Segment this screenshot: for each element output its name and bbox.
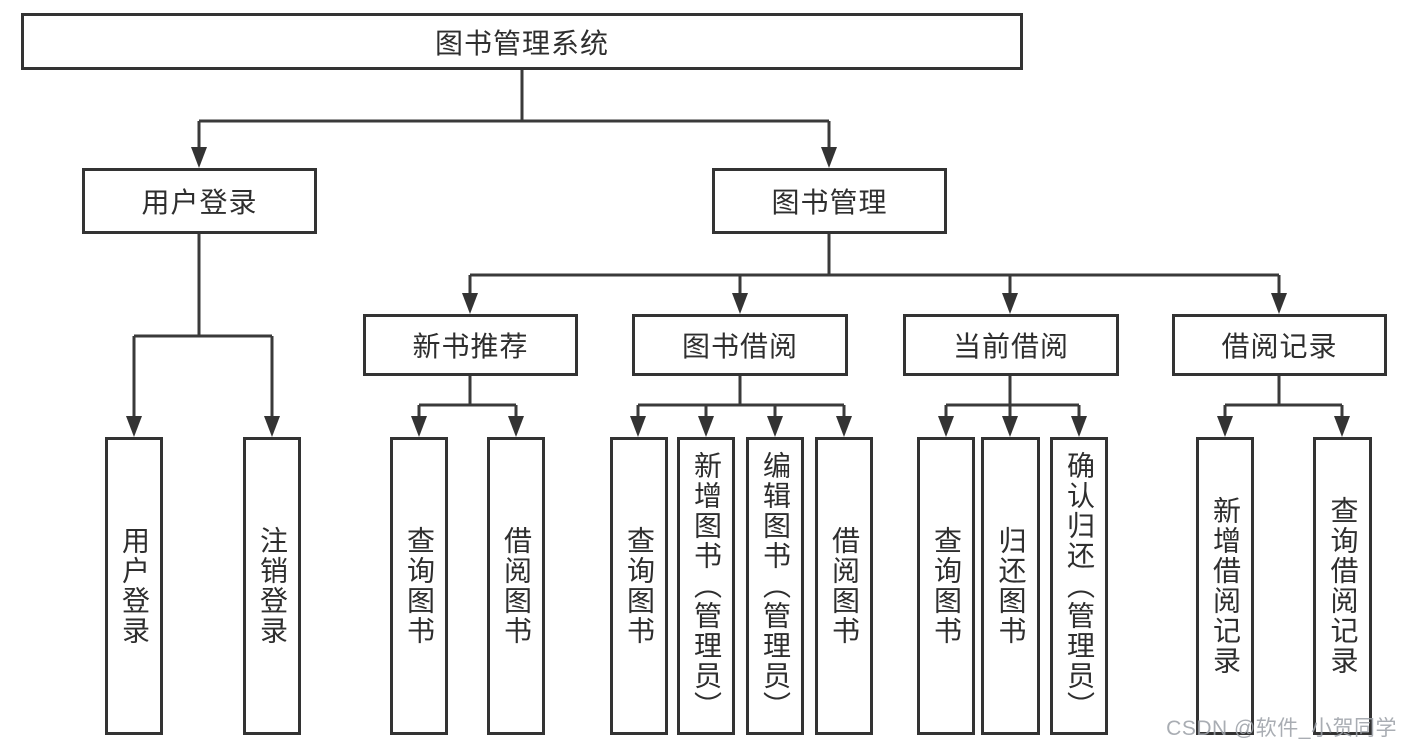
leaf-add-borrow-record: 新增借阅记录 bbox=[1196, 437, 1254, 735]
leaf-borrow-books-borrow-label: 借阅图书 bbox=[829, 526, 860, 646]
category-borrow-records-label: 借阅记录 bbox=[1221, 331, 1338, 362]
leaf-query-books-recommend-label: 查询图书 bbox=[404, 526, 435, 646]
leaf-query-books-borrow-label: 查询图书 bbox=[624, 526, 655, 646]
arrowheads bbox=[126, 147, 1350, 437]
leaf-query-books-borrow: 查询图书 bbox=[610, 437, 668, 735]
leaf-borrow-books-recommend: 借阅图书 bbox=[487, 437, 545, 735]
leaf-borrow-books-recommend-label: 借阅图书 bbox=[501, 526, 532, 646]
root-box-library-management-system: 图书管理系统 bbox=[21, 13, 1023, 70]
leaf-user-login: 用户登录 bbox=[105, 437, 163, 735]
leaf-user-login-label: 用户登录 bbox=[119, 526, 150, 646]
leaf-return-book: 归还图书 bbox=[981, 437, 1040, 735]
category-book-borrow-label: 图书借阅 bbox=[681, 331, 798, 362]
branch-book-management-label: 图书管理 bbox=[771, 187, 888, 218]
connector-strokes bbox=[132, 69, 1344, 419]
leaf-query-borrow-record: 查询借阅记录 bbox=[1313, 437, 1372, 735]
leaf-return-book-label: 归还图书 bbox=[995, 526, 1027, 646]
leaf-borrow-books-borrow: 借阅图书 bbox=[815, 437, 873, 735]
category-current-borrow: 当前借阅 bbox=[903, 314, 1119, 376]
category-current-borrow-label: 当前借阅 bbox=[952, 331, 1069, 362]
category-new-book-recommend-label: 新书推荐 bbox=[412, 331, 529, 362]
leaf-logout-label: 注销登录 bbox=[257, 526, 288, 646]
leaf-confirm-return-admin: 确认归还（管理员） bbox=[1050, 437, 1108, 735]
leaf-add-borrow-record-label: 新增借阅记录 bbox=[1210, 496, 1241, 676]
leaf-confirm-return-admin-label: 确认归还（管理员） bbox=[1064, 451, 1095, 721]
leaf-query-books-current-label: 查询图书 bbox=[931, 526, 962, 646]
leaf-edit-book-admin-label: 编辑图书（管理员） bbox=[760, 451, 791, 721]
leaf-add-book-admin-label: 新增图书（管理员） bbox=[691, 451, 722, 721]
leaf-query-books-current: 查询图书 bbox=[917, 437, 975, 735]
root-label: 图书管理系统 bbox=[434, 27, 609, 59]
leaf-add-book-admin: 新增图书（管理员） bbox=[677, 437, 735, 735]
branch-book-management: 图书管理 bbox=[712, 168, 947, 234]
leaf-edit-book-admin: 编辑图书（管理员） bbox=[746, 437, 804, 735]
category-borrow-records: 借阅记录 bbox=[1172, 314, 1387, 376]
csdn-watermark: CSDN @软件_小贺同学 bbox=[1166, 717, 1397, 740]
branch-user-login-label: 用户登录 bbox=[141, 187, 258, 218]
leaf-query-borrow-record-label: 查询借阅记录 bbox=[1327, 496, 1359, 676]
leaf-query-books-recommend: 查询图书 bbox=[390, 437, 448, 735]
category-new-book-recommend: 新书推荐 bbox=[363, 314, 578, 376]
category-book-borrow: 图书借阅 bbox=[632, 314, 848, 376]
leaf-logout: 注销登录 bbox=[243, 437, 301, 735]
branch-user-login: 用户登录 bbox=[82, 168, 317, 234]
